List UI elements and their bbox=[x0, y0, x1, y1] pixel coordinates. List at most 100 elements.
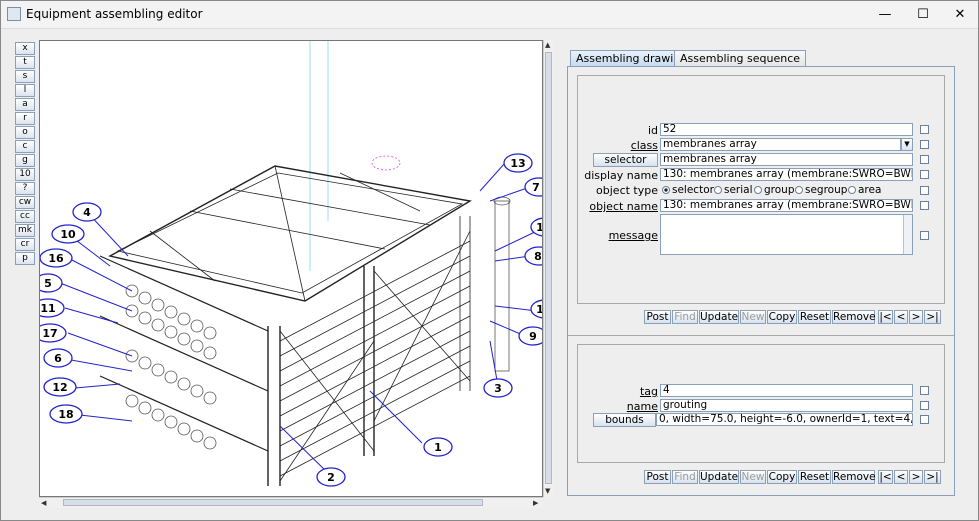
scroll-right-icon[interactable]: ▶ bbox=[533, 499, 539, 507]
minimize-button[interactable]: — bbox=[878, 7, 892, 22]
class-dropdown-icon[interactable]: ▼ bbox=[901, 138, 913, 151]
callout-5[interactable]: 5 bbox=[40, 273, 63, 293]
tag-reset-button[interactable]: Reset bbox=[798, 470, 831, 484]
id-checkbox[interactable] bbox=[920, 125, 929, 134]
tag-field[interactable]: 4 bbox=[660, 384, 913, 397]
tool-x-button[interactable]: x bbox=[15, 42, 35, 55]
horizontal-scroll-thumb[interactable] bbox=[63, 499, 483, 506]
callout-1-middle[interactable]: 1 bbox=[530, 299, 543, 319]
drawing-canvas[interactable]: 13 7 1 8 1 9 3 4 10 16 5 11 17 6 12 18 1… bbox=[39, 40, 543, 497]
bounds-button[interactable]: bounds bbox=[593, 413, 656, 427]
tag-find-button[interactable]: Find bbox=[672, 470, 698, 484]
selector-checkbox[interactable] bbox=[920, 155, 929, 164]
object-type-area-radio[interactable]: area bbox=[848, 184, 881, 196]
tag-update-button[interactable]: Update bbox=[699, 470, 739, 484]
canvas-horizontal-scrollbar[interactable]: ◀ ▶ bbox=[39, 497, 543, 508]
canvas-vertical-scrollbar[interactable]: ▲ ▼ bbox=[543, 40, 553, 497]
tag-previous-record-button[interactable]: < bbox=[894, 470, 908, 484]
tool-cw-button[interactable]: cw bbox=[15, 196, 35, 209]
close-button[interactable]: ✕ bbox=[954, 7, 966, 22]
tool-l-button[interactable]: l bbox=[15, 84, 35, 97]
display-name-checkbox[interactable] bbox=[920, 170, 929, 179]
remove-button[interactable]: Remove bbox=[832, 310, 876, 324]
scroll-left-icon[interactable]: ◀ bbox=[41, 499, 47, 507]
previous-record-button[interactable]: < bbox=[894, 310, 908, 324]
maximize-button[interactable]: ☐ bbox=[917, 7, 929, 22]
tag-remove-button[interactable]: Remove bbox=[832, 470, 876, 484]
callout-8[interactable]: 8 bbox=[524, 246, 543, 266]
callout-2[interactable]: 2 bbox=[316, 467, 346, 487]
object-type-selector-radio[interactable]: selector bbox=[662, 184, 714, 196]
copy-button[interactable]: Copy bbox=[767, 310, 797, 324]
object-type-group-radio[interactable]: group bbox=[754, 184, 795, 196]
tag-copy-button[interactable]: Copy bbox=[767, 470, 797, 484]
message-scrollbar[interactable] bbox=[903, 215, 912, 254]
tag-last-record-button[interactable]: >| bbox=[924, 470, 941, 484]
tool-g-button[interactable]: g bbox=[15, 154, 35, 167]
tool-c-button[interactable]: c bbox=[15, 140, 35, 153]
tool-help-button[interactable]: ? bbox=[15, 182, 35, 195]
callout-1-bottom[interactable]: 1 bbox=[423, 437, 453, 457]
bounds-field[interactable]: 0, width=75.0, height=-6.0, ownerId=1, t… bbox=[656, 413, 913, 426]
tool-10-button[interactable]: 10 bbox=[15, 168, 35, 181]
svg-text:11: 11 bbox=[40, 302, 55, 315]
tab-assembling-drawing[interactable]: Assembling drawing bbox=[570, 50, 694, 67]
reset-button[interactable]: Reset bbox=[798, 310, 831, 324]
callout-6[interactable]: 6 bbox=[43, 348, 73, 368]
callout-17[interactable]: 17 bbox=[40, 323, 67, 343]
tag-post-button[interactable]: Post bbox=[644, 470, 671, 484]
callout-16[interactable]: 16 bbox=[40, 248, 73, 268]
scroll-up-icon[interactable]: ▲ bbox=[545, 41, 551, 49]
selector-button[interactable]: selector bbox=[593, 153, 658, 167]
tool-p-button[interactable]: p bbox=[15, 252, 35, 265]
bounds-checkbox[interactable] bbox=[920, 415, 929, 424]
tab-assembling-sequence[interactable]: Assembling sequence bbox=[674, 50, 807, 67]
callout-9[interactable]: 9 bbox=[518, 326, 543, 346]
object-name-field[interactable]: 130: membranes array (membrane:SWRO=BWRO… bbox=[660, 199, 913, 212]
vertical-scroll-thumb[interactable] bbox=[545, 52, 552, 484]
svg-text:17: 17 bbox=[42, 327, 57, 340]
object-type-segroup-radio[interactable]: segroup bbox=[795, 184, 847, 196]
object-name-checkbox[interactable] bbox=[920, 201, 929, 210]
callout-1-upper[interactable]: 1 bbox=[530, 217, 543, 237]
name-checkbox[interactable] bbox=[920, 401, 929, 410]
update-button[interactable]: Update bbox=[699, 310, 739, 324]
tool-a-button[interactable]: a bbox=[15, 98, 35, 111]
selector-field[interactable]: membranes array bbox=[660, 153, 913, 166]
new-button[interactable]: New bbox=[740, 310, 766, 324]
callout-10[interactable]: 10 bbox=[51, 224, 85, 244]
tag-next-record-button[interactable]: > bbox=[909, 470, 923, 484]
callout-13[interactable]: 13 bbox=[503, 153, 533, 173]
class-checkbox[interactable] bbox=[920, 140, 929, 149]
name-field[interactable]: grouting bbox=[660, 399, 913, 412]
object-type-serial-radio[interactable]: serial bbox=[714, 184, 753, 196]
callout-3[interactable]: 3 bbox=[483, 378, 513, 398]
tool-t-button[interactable]: t bbox=[15, 56, 35, 69]
class-combo[interactable]: membranes array bbox=[660, 138, 901, 151]
find-button[interactable]: Find bbox=[672, 310, 698, 324]
callout-18[interactable]: 18 bbox=[49, 404, 83, 424]
next-record-button[interactable]: > bbox=[909, 310, 923, 324]
first-record-button[interactable]: |< bbox=[878, 310, 893, 324]
post-button[interactable]: Post bbox=[644, 310, 671, 324]
tool-s-button[interactable]: s bbox=[15, 70, 35, 83]
callout-11[interactable]: 11 bbox=[40, 298, 65, 318]
callout-12[interactable]: 12 bbox=[43, 377, 77, 397]
callout-7[interactable]: 7 bbox=[524, 177, 543, 197]
tag-new-button[interactable]: New bbox=[740, 470, 766, 484]
id-field[interactable]: 52 bbox=[660, 123, 913, 136]
tool-r-button[interactable]: r bbox=[15, 112, 35, 125]
message-textarea[interactable] bbox=[660, 214, 913, 255]
tool-o-button[interactable]: o bbox=[15, 126, 35, 139]
object-type-checkbox[interactable] bbox=[920, 186, 929, 195]
tag-first-record-button[interactable]: |< bbox=[878, 470, 893, 484]
tool-mk-button[interactable]: mk bbox=[15, 224, 35, 237]
tool-cc-button[interactable]: cc bbox=[15, 210, 35, 223]
display-name-field[interactable]: 130: membranes array (membrane:SWRO=BWRO… bbox=[660, 168, 913, 181]
last-record-button[interactable]: >| bbox=[924, 310, 941, 324]
tag-checkbox[interactable] bbox=[920, 386, 929, 395]
callout-4[interactable]: 4 bbox=[72, 202, 102, 222]
message-checkbox[interactable] bbox=[920, 231, 929, 240]
scroll-down-icon[interactable]: ▼ bbox=[545, 487, 551, 495]
tool-cr-button[interactable]: cr bbox=[15, 238, 35, 251]
